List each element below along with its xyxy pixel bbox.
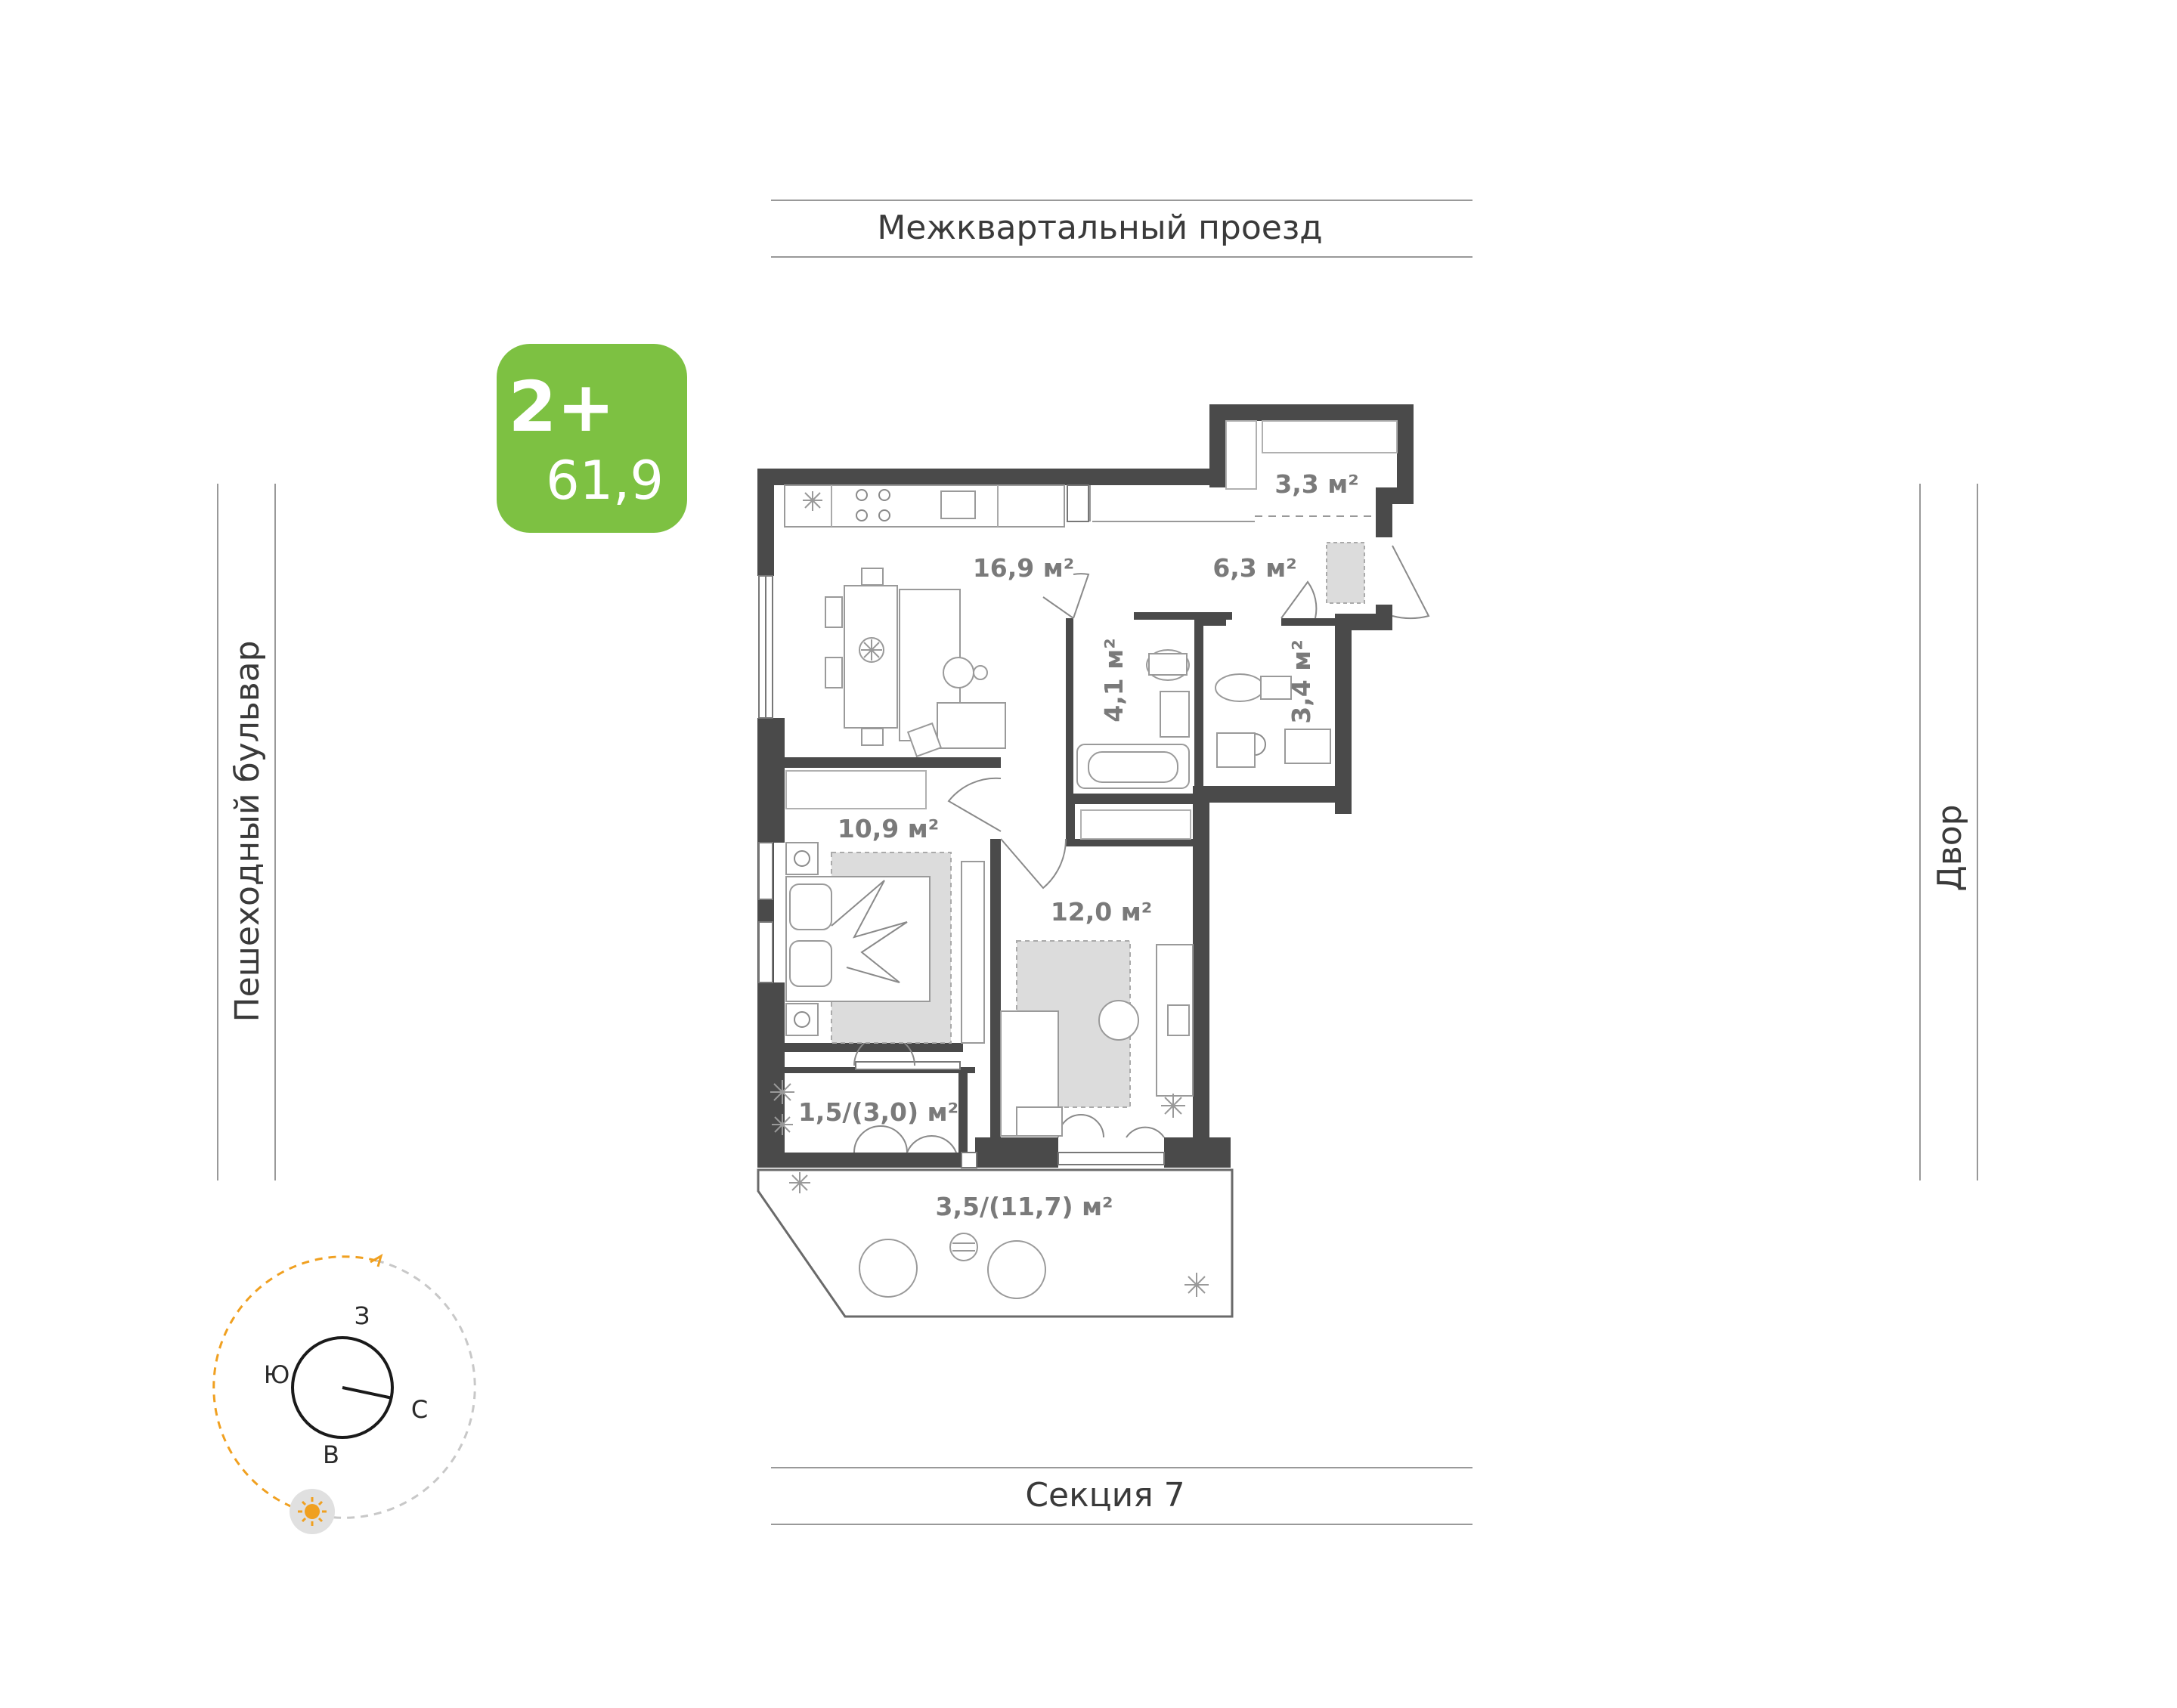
apartment-badge: 2+ 61,9 (497, 344, 687, 533)
area-room2: 12,0 м² (1051, 897, 1152, 927)
compass-south: Ю (264, 1360, 290, 1389)
area-balcony: 3,5/(11,7) м² (935, 1192, 1113, 1221)
area-wc: 3,4 м² (1287, 639, 1316, 723)
doors (853, 485, 1430, 1153)
street-top: Межквартальный проезд (771, 200, 1472, 258)
area-bathroom: 4,1 м² (1099, 638, 1129, 722)
area-hall: 6,3 м² (1212, 553, 1296, 583)
street-left-label: Пешеходный бульвар (228, 640, 267, 1022)
compass-east: В (323, 1440, 339, 1469)
street-right-label: Двор (1931, 804, 1969, 891)
street-bottom-label: Секция 7 (1025, 1476, 1184, 1515)
area-loggia: 1,5/(3,0) м² (798, 1097, 958, 1127)
street-top-label: Межквартальный проезд (877, 209, 1322, 247)
badge-area: 61,9 (546, 450, 664, 512)
street-left: Пешеходный бульвар (217, 484, 276, 1180)
compass-north: С (411, 1395, 428, 1424)
area-wardrobe: 3,3 м² (1274, 469, 1358, 499)
room2-furniture (1000, 809, 1194, 1137)
bedroom-furniture (785, 770, 985, 1044)
compass: З Ю С В (212, 1253, 476, 1534)
kitchen-furniture (784, 484, 1065, 758)
wardrobe-shelves (1225, 420, 1398, 604)
apartment-plan: 16,9 м² 6,3 м² 3,3 м² 4,1 м² 3,4 м² 10,9… (757, 404, 1430, 1318)
sun-icon (290, 1489, 335, 1534)
balcony-furniture (770, 1080, 1209, 1299)
street-right: Двор (1919, 484, 1978, 1180)
windows (758, 484, 1165, 1168)
bathroom-fixtures (1076, 649, 1331, 789)
compass-west: З (355, 1301, 370, 1330)
sun-path-arrow-icon (370, 1253, 383, 1267)
balcony-outline (757, 1168, 1234, 1318)
area-bedroom: 10,9 м² (838, 814, 939, 843)
street-bottom: Секция 7 (771, 1467, 1472, 1525)
badge-rooms: 2+ (508, 367, 615, 447)
area-kitchen-living: 16,9 м² (973, 553, 1074, 583)
